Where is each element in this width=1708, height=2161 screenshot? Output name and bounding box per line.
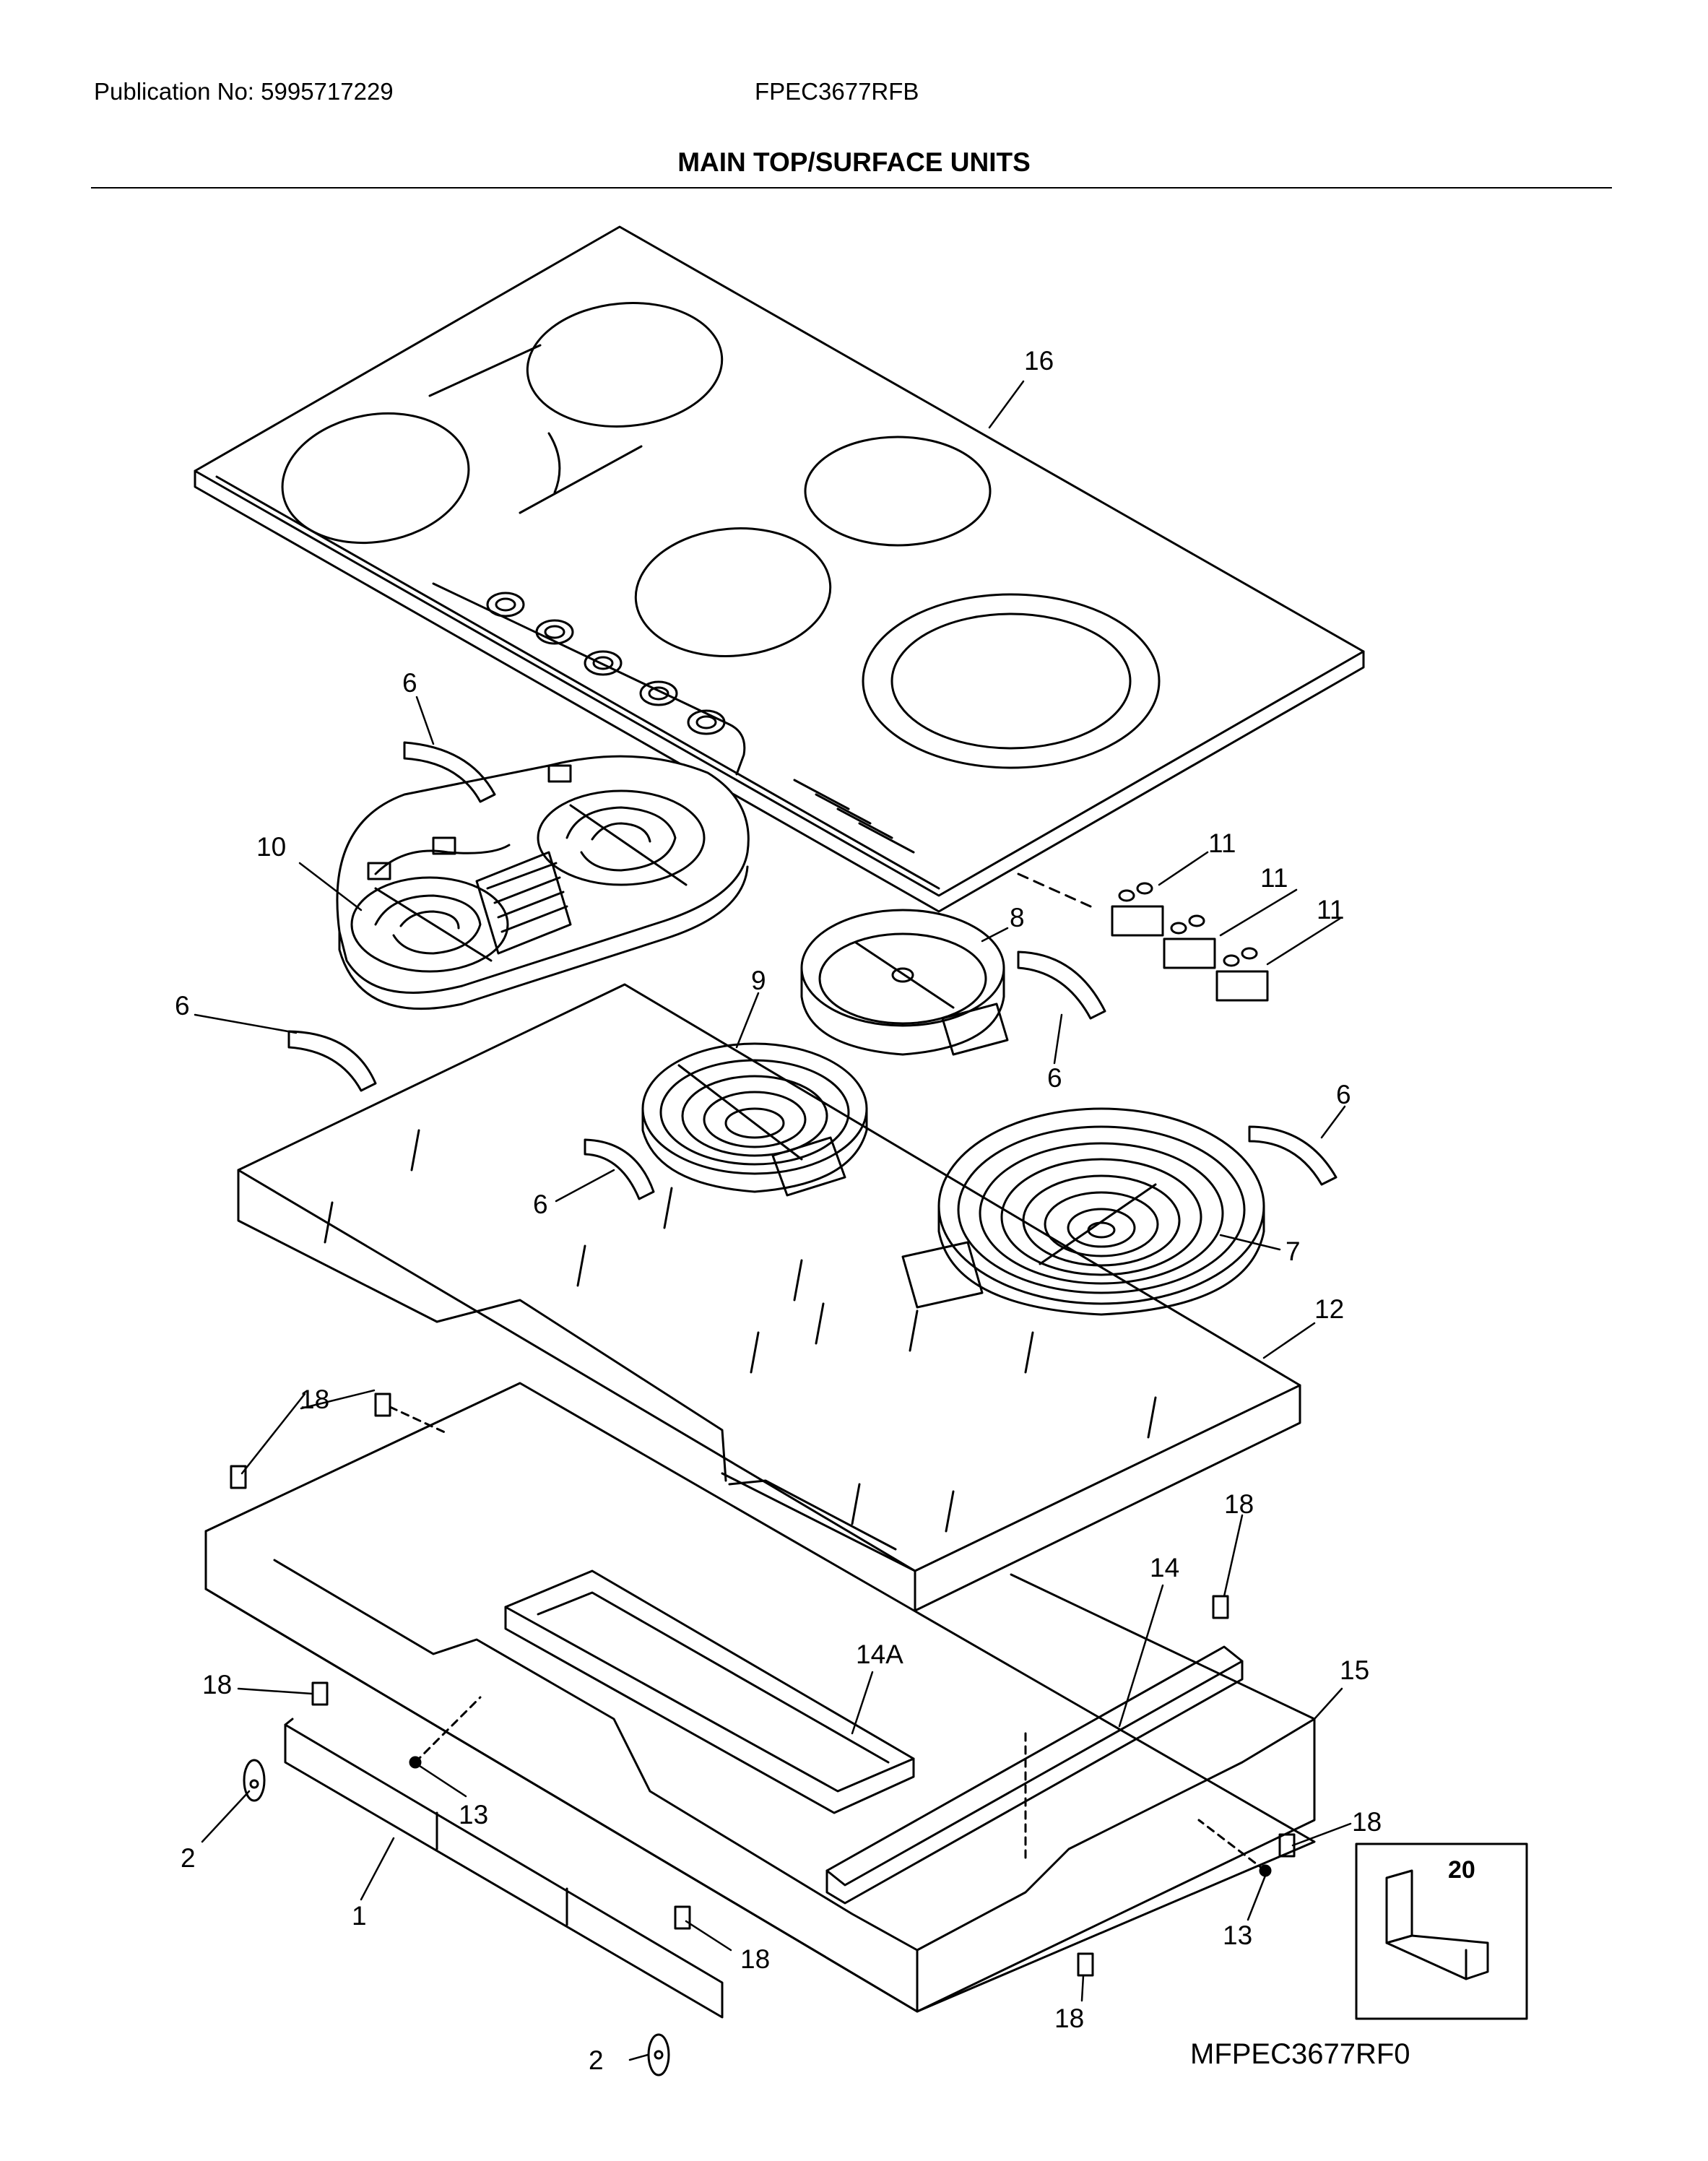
callout-10: 10 <box>256 832 286 862</box>
element-clips <box>287 741 1338 1200</box>
callout-20: 20 <box>1448 1856 1475 1884</box>
callout-8: 8 <box>1010 903 1025 932</box>
channel-14 <box>825 1645 1244 1905</box>
diagram-code: MFPEC3677RF0 <box>1190 2038 1410 2070</box>
page-title: MAIN TOP/SURFACE UNITS <box>677 147 1031 177</box>
inset-detail-box <box>1355 1842 1528 2020</box>
callout-12: 12 <box>1314 1294 1344 1324</box>
callout-2: 2 <box>181 1843 196 1873</box>
model-number: FPEC3677RFB <box>755 78 919 105</box>
callout-leaders <box>194 380 1352 2061</box>
callout-11: 11 <box>1208 828 1236 858</box>
callout-6: 6 <box>1336 1080 1351 1109</box>
radiant-element-8 <box>800 909 1009 1056</box>
callout-18: 18 <box>1224 1489 1254 1519</box>
front-trim-strip <box>284 1718 724 2019</box>
callout-14a: 14A <box>856 1640 903 1669</box>
channel-14a <box>504 1569 915 1814</box>
brackets <box>324 1129 1157 1533</box>
callout-18: 18 <box>202 1670 232 1699</box>
callout-6: 6 <box>175 991 190 1021</box>
callout-18: 18 <box>1054 2004 1084 2033</box>
callout-2: 2 <box>589 2045 604 2075</box>
callout-18: 18 <box>740 1944 770 1974</box>
callout-16: 16 <box>1024 346 1054 376</box>
callout-11: 11 <box>1260 863 1288 893</box>
callout-18: 18 <box>300 1385 329 1414</box>
callout-6: 6 <box>1047 1063 1062 1093</box>
callout-15: 15 <box>1340 1655 1369 1685</box>
inner-burner-box <box>237 983 1301 1612</box>
dual-radiant-element <box>336 755 750 1010</box>
callout-6: 6 <box>533 1190 548 1219</box>
callout-1: 1 <box>352 1901 367 1931</box>
control-knob-icons <box>486 592 726 735</box>
callout-7: 7 <box>1286 1237 1301 1266</box>
callout-9: 9 <box>751 966 766 995</box>
callout-13: 13 <box>459 1800 488 1829</box>
outer-chassis-box <box>204 1382 1316 2013</box>
callout-labels: 16 6 10 6 11 11 11 8 9 6 6 6 7 12 18 18 … <box>175 346 1475 2075</box>
callout-11: 11 <box>1317 895 1344 924</box>
publication-number: Publication No: 5995717229 <box>94 78 394 105</box>
radiant-element-7 <box>901 1107 1265 1316</box>
callout-18: 18 <box>1352 1807 1382 1837</box>
header-divider <box>91 187 1612 189</box>
terminal-blocks <box>1017 872 1269 1002</box>
callout-14: 14 <box>1150 1553 1179 1582</box>
callout-13: 13 <box>1223 1920 1252 1950</box>
callout-6: 6 <box>402 668 417 698</box>
glass-cooktop <box>194 225 1365 913</box>
radiant-element-9 <box>641 1042 868 1197</box>
